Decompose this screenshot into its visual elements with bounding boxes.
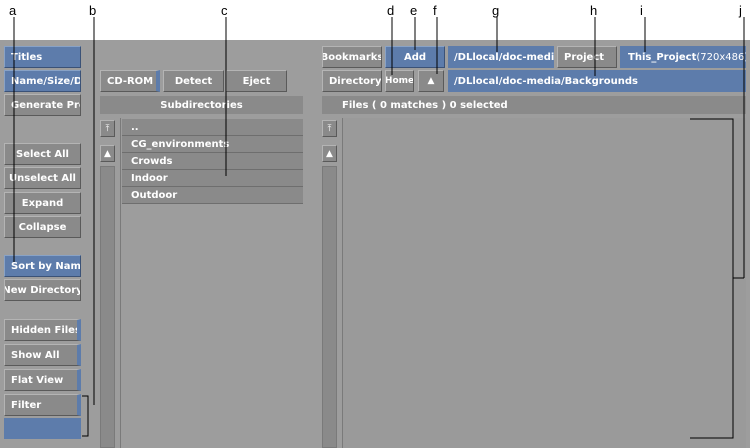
flat-view-label: Flat View: [11, 374, 64, 386]
callout-h: h: [590, 3, 598, 18]
project-resolution: (720x486): [696, 51, 746, 63]
name-size-date-label: Name/Size/Date: [11, 75, 80, 87]
files-list: [342, 118, 746, 448]
hidden-files-label: Hidden Files: [11, 324, 81, 336]
list-item[interactable]: Crowds: [122, 153, 303, 170]
directory-path-text: /DLlocal/doc-media/Backgrounds: [454, 75, 638, 87]
scroll-up-icon[interactable]: ▲: [100, 145, 115, 162]
filter-input[interactable]: [4, 418, 81, 439]
show-all-toggle[interactable]: Show All: [4, 344, 81, 366]
directory-label: Directory: [329, 75, 382, 87]
generate-proxy-label: Generate Proxy: [11, 99, 80, 111]
directory-path-field[interactable]: /DLlocal/doc-media/Backgrounds: [448, 70, 746, 92]
select-all-label: Select All: [16, 148, 69, 160]
directory-label-box: Directory: [322, 70, 382, 92]
name-size-date-button[interactable]: Name/Size/Date: [4, 70, 81, 92]
project-label: Project: [564, 51, 605, 63]
detect-button[interactable]: Detect: [163, 70, 224, 92]
unselect-all-button[interactable]: Unselect All: [4, 167, 81, 189]
collapse-button[interactable]: Collapse: [4, 216, 81, 238]
list-item-label: CG_environments: [131, 138, 230, 150]
add-label: Add: [403, 51, 427, 63]
callout-f: f: [433, 3, 437, 18]
scroll-top-icon[interactable]: ⤒: [100, 120, 115, 137]
bookmarks-button[interactable]: Bookmarks: [322, 46, 382, 68]
sort-by-name-label: Sort by Name: [11, 260, 81, 272]
callout-a: a: [9, 3, 17, 18]
expand-label: Expand: [21, 197, 64, 209]
home-button[interactable]: Home: [385, 70, 414, 92]
filter-toggle[interactable]: Filter: [4, 394, 81, 416]
select-all-button[interactable]: Select All: [4, 143, 81, 165]
sort-by-name-button[interactable]: Sort by Name: [4, 255, 81, 277]
filter-label: Filter: [11, 399, 42, 411]
files-scroll-up-icon[interactable]: ▲: [322, 145, 337, 162]
list-item[interactable]: ..: [122, 119, 303, 136]
home-label: Home: [385, 76, 414, 86]
files-scroll-top-icon[interactable]: ⤒: [322, 120, 337, 137]
detect-label: Detect: [174, 75, 213, 87]
eject-button[interactable]: Eject: [226, 70, 287, 92]
list-item[interactable]: CG_environments: [122, 136, 303, 153]
subdirectories-header: Subdirectories: [100, 96, 303, 114]
bracket-b: [82, 395, 89, 437]
collapse-label: Collapse: [18, 221, 67, 233]
project-value: This_Project: [628, 51, 697, 63]
titles-label: Titles: [11, 51, 43, 63]
cdrom-button[interactable]: CD-ROM: [100, 70, 160, 92]
up-directory-button[interactable]: ▲: [418, 70, 444, 92]
list-item[interactable]: Outdoor: [122, 187, 303, 204]
hidden-files-toggle[interactable]: Hidden Files: [4, 319, 81, 341]
list-item-label: ..: [131, 121, 139, 133]
bracket-j: [690, 118, 734, 439]
callout-g: g: [492, 3, 500, 18]
titles-button[interactable]: Titles: [4, 46, 81, 68]
new-directory-label: New Directory: [4, 284, 81, 296]
list-item-label: Indoor: [131, 172, 168, 184]
callout-d: d: [387, 3, 395, 18]
callout-c: c: [221, 3, 228, 18]
bookmark-path-field[interactable]: /DLlocal/doc-media: [448, 46, 554, 68]
callout-e: e: [410, 3, 418, 18]
project-selector[interactable]: This_Project (720x486): [620, 46, 746, 68]
unselect-all-label: Unselect All: [9, 172, 76, 184]
up-arrow-icon: ▲: [427, 76, 435, 86]
callout-j: j: [739, 3, 742, 18]
flat-view-toggle[interactable]: Flat View: [4, 369, 81, 391]
callout-b: b: [89, 3, 97, 18]
generate-proxy-button[interactable]: Generate Proxy: [4, 94, 81, 116]
list-item[interactable]: Indoor: [122, 170, 303, 187]
new-directory-button[interactable]: New Directory: [4, 279, 81, 301]
expand-button[interactable]: Expand: [4, 192, 81, 214]
project-button[interactable]: Project: [557, 46, 617, 68]
callout-i: i: [640, 3, 643, 18]
bookmarks-label: Bookmarks: [322, 51, 382, 63]
eject-label: Eject: [242, 75, 271, 87]
files-header: Files ( 0 matches ) 0 selected: [322, 96, 746, 114]
subdirectories-header-label: Subdirectories: [160, 99, 243, 111]
show-all-label: Show All: [11, 349, 60, 361]
cdrom-label: CD-ROM: [107, 75, 154, 87]
list-item-label: Crowds: [131, 155, 173, 167]
list-item-label: Outdoor: [131, 189, 178, 201]
files-header-label: Files ( 0 matches ) 0 selected: [342, 99, 508, 111]
bookmark-path-text: /DLlocal/doc-media: [454, 51, 554, 63]
